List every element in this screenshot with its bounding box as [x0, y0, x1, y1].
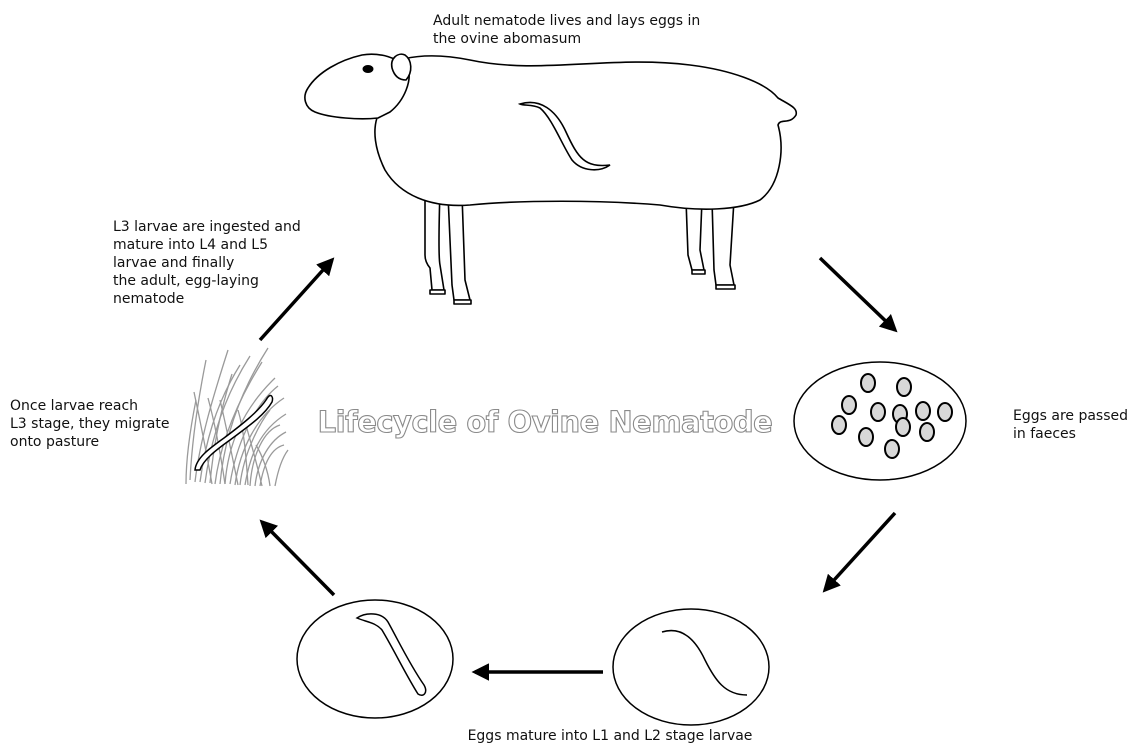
- nematode-icon: [195, 396, 273, 470]
- adult-stage-label: Adult nematode lives and lays eggs in th…: [433, 12, 733, 48]
- arrow-icon: [820, 258, 895, 330]
- pasture-migration-label: Once larvae reach L3 stage, they migrate…: [10, 397, 190, 451]
- arrow-icon: [262, 522, 334, 595]
- sheep-icon: [305, 54, 796, 304]
- eggs-icon: [794, 362, 966, 480]
- arrow-icon: [825, 513, 895, 590]
- eggs-mature-label: Eggs mature into L1 and L2 stage larvae: [460, 727, 760, 745]
- larva-icon: [613, 609, 769, 725]
- diagram-title: Lifecycle of Ovine Nematode: [310, 405, 780, 439]
- larva-icon: [297, 600, 453, 718]
- ingestion-label: L3 larvae are ingested and mature into L…: [113, 218, 333, 308]
- eggs-passed-label: Eggs are passed in faeces: [1013, 407, 1133, 443]
